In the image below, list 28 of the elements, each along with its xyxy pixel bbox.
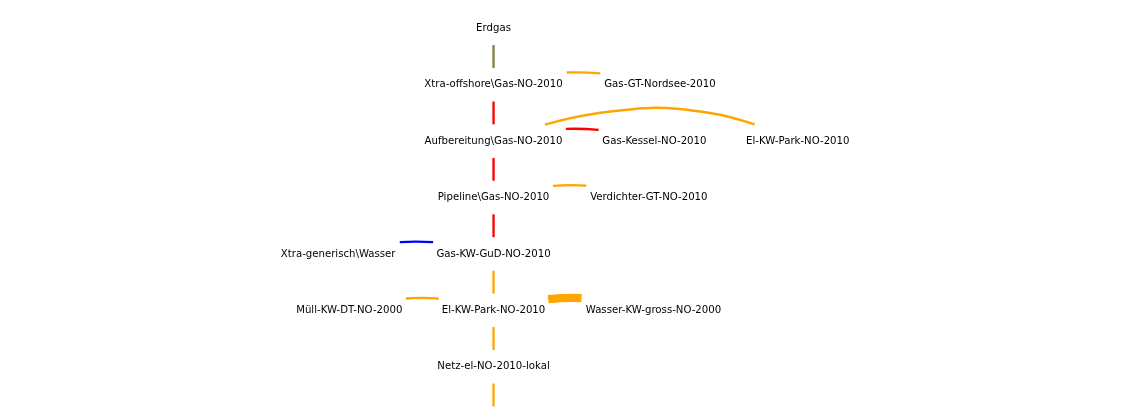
node-text: Gas-KW-GuD-NO-2010: [436, 247, 551, 259]
node-text: Gas-GT-Nordsee-2010: [604, 78, 716, 90]
node-text: Gas-Kessel-NO-2010: [602, 134, 707, 146]
connector: [492, 383, 495, 407]
connector: [544, 106, 755, 126]
connector: [492, 214, 495, 238]
connector: [492, 270, 495, 294]
connector: [492, 45, 495, 68]
node-text: Müll-KW-DT-NO-2000: [296, 304, 403, 316]
node-text: Pipeline\Gas-NO-2010: [437, 191, 550, 203]
connector: [566, 71, 601, 75]
node-text: El-KW-Park-NO-2010: [746, 134, 850, 146]
node-text: El-KW-Park-NO-2010: [441, 304, 546, 316]
node-text: Xtra-offshore\Gas-NO-2010: [424, 78, 563, 90]
connector: [492, 101, 495, 125]
connector: [492, 157, 495, 181]
connector: [492, 327, 495, 350]
connector: [552, 183, 587, 187]
node-text: Verdichter-GT-NO-2010: [590, 191, 708, 203]
node-text: Wasser-KW-gross-NO-2000: [585, 304, 722, 316]
connector: [405, 296, 439, 300]
node-text: Aufbereitung\Gas-NO-2010: [424, 134, 563, 146]
node-text: Netz-el-NO-2010-lokal: [437, 360, 550, 372]
connector: [399, 240, 434, 244]
node-text: Erdgas: [476, 21, 511, 33]
node-text: Xtra-generisch\Wasser: [280, 247, 396, 259]
connector: [547, 293, 582, 304]
connector: [565, 127, 599, 132]
